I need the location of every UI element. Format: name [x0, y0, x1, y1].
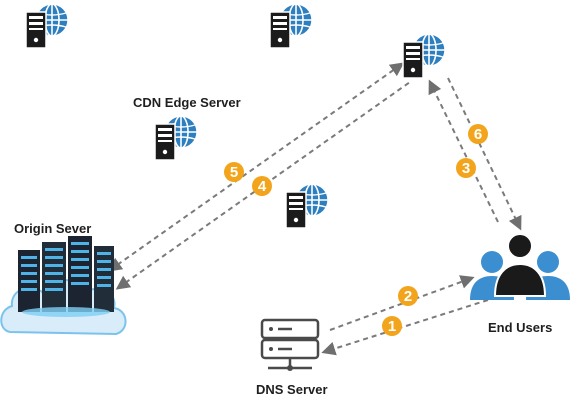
step-badge-4: 4	[252, 176, 272, 196]
line-edge-to-origin	[115, 81, 411, 290]
step-badge-5: 5	[224, 162, 244, 182]
server-globe-icon	[26, 4, 68, 48]
step-number: 1	[388, 318, 396, 335]
cdn-edge-server-label: CDN Edge Server	[133, 95, 241, 110]
line-users-to-dns	[321, 299, 489, 356]
origin-server-cloud-icon	[0, 236, 127, 336]
step-badge-6: 6	[468, 124, 488, 144]
connection-lines	[107, 62, 522, 356]
end-users-icon	[470, 233, 570, 300]
end-users-label: End Users	[488, 320, 553, 335]
step-number: 6	[474, 126, 482, 143]
line-dns-to-users	[329, 275, 475, 331]
step-badges: 1 2 3 4 5 6	[224, 124, 488, 336]
step-number: 3	[462, 160, 470, 177]
step-badge-2: 2	[398, 286, 418, 306]
line-edge-to-users	[447, 77, 522, 231]
dns-server-icon	[260, 318, 320, 371]
step-badge-3: 3	[456, 158, 476, 178]
step-number: 4	[258, 178, 267, 195]
line-origin-to-edge	[107, 62, 405, 272]
server-globe-icon	[155, 116, 197, 160]
dns-server-label: DNS Server	[256, 382, 328, 397]
step-badge-1: 1	[382, 316, 402, 336]
step-number: 5	[230, 164, 238, 181]
step-number: 2	[404, 288, 412, 305]
server-globe-icon	[286, 184, 328, 228]
line-users-to-edge	[428, 79, 499, 223]
server-globe-icon	[270, 4, 312, 48]
origin-server-label: Origin Sever	[14, 221, 92, 236]
server-globe-icon	[403, 34, 445, 78]
